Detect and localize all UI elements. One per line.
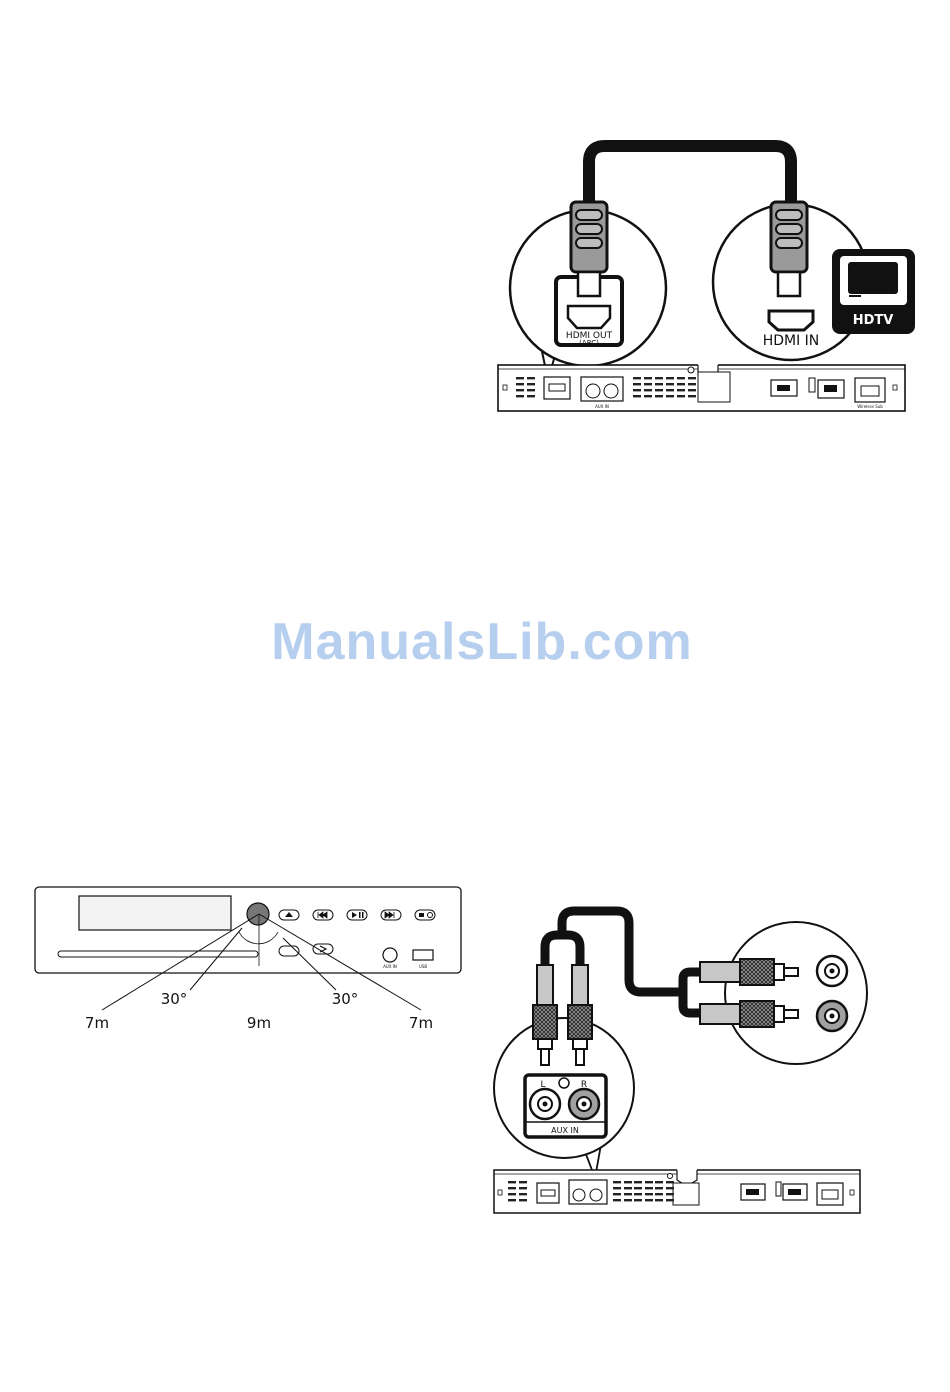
usb-label: USB <box>419 964 427 969</box>
angle-left-label: 30° <box>161 990 188 1008</box>
aux-in-label: AUX IN <box>551 1126 579 1135</box>
hdmi-connection-diagram: HDMI OUT (ARC) HDMI IN HDTV <box>498 146 915 411</box>
distance-left-label: 7m <box>85 1014 109 1032</box>
watermark: ManualsLib.com <box>0 612 950 672</box>
distance-right-label: 7m <box>409 1014 433 1032</box>
aux-jack-right <box>569 1089 599 1119</box>
hdtv-label: HDTV <box>853 313 894 328</box>
wireless-sub-label: Wireless Sub <box>857 404 883 409</box>
ir-sensor <box>247 903 269 925</box>
hdtv-icon: HDTV <box>832 249 915 334</box>
soundbar-rear-panel: AUX IN Wireless Sub <box>498 365 905 411</box>
front-aux-label: AUX IN <box>383 964 397 969</box>
rear-aux-label: AUX IN <box>595 404 609 409</box>
hdmi-cable <box>589 146 791 215</box>
aux-in-jack <box>383 948 397 962</box>
rca-cable-split <box>545 935 580 965</box>
disc-slot <box>58 951 258 957</box>
aux-indicator <box>559 1078 569 1088</box>
soundbar-rear-panel-2 <box>494 1170 860 1213</box>
aux-connection-diagram: L R AUX IN <box>494 911 867 1213</box>
usb-port <box>413 950 433 960</box>
soundbar-hdmi-zoom: HDMI OUT (ARC) <box>510 202 666 380</box>
source-jack-red <box>817 1001 847 1031</box>
aux-jack-left <box>530 1089 560 1119</box>
remote-range-diagram: AUX IN USB 30° 30° 7m 9m 7m <box>35 887 461 1032</box>
hdmi-port-icon <box>769 311 813 330</box>
angle-right-label: 30° <box>332 990 359 1008</box>
arc-label: (ARC) <box>579 339 599 347</box>
display-window <box>79 896 231 930</box>
hdmi-in-label: HDMI IN <box>763 333 820 349</box>
distance-center-label: 9m <box>247 1014 271 1032</box>
source-jack-white <box>817 956 847 986</box>
hdmi-port-icon <box>568 306 610 328</box>
source-device-zoom <box>725 922 867 1064</box>
